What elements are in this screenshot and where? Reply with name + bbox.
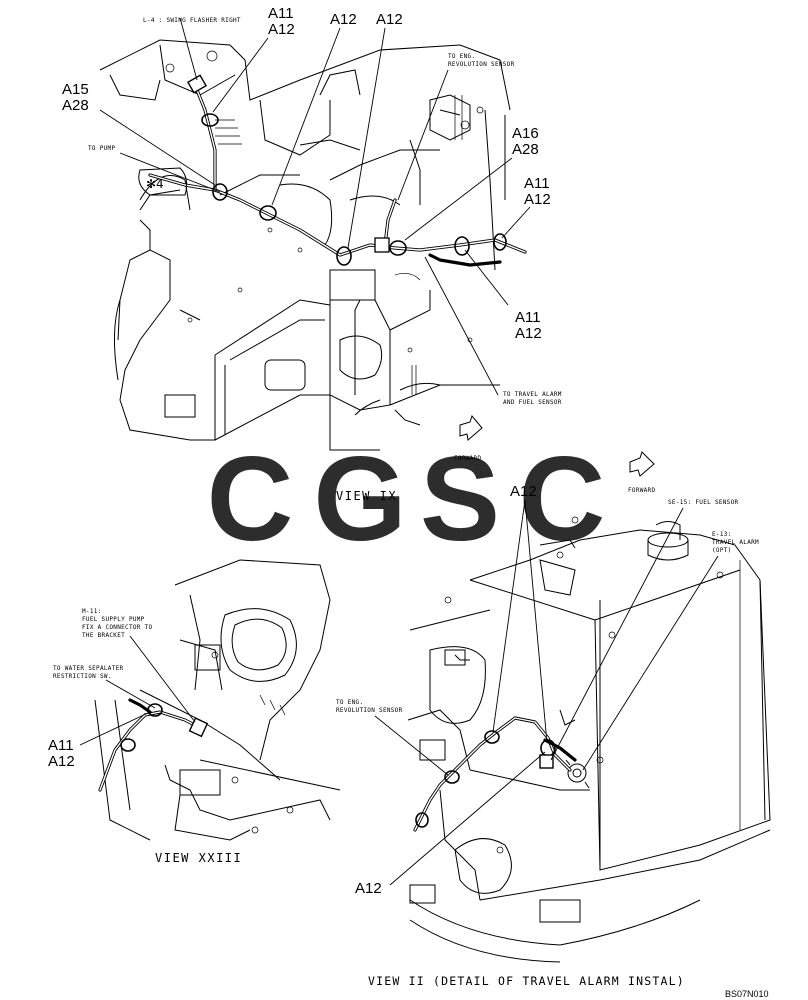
watermark-letter: S xyxy=(420,432,500,566)
drawing-code: BS07N010 xyxy=(725,989,769,999)
note-water-sep-line2: RESTRICTION SW. xyxy=(53,673,112,680)
note-forward-ix: FORWARD xyxy=(454,455,481,462)
label-a12-xxiii: A12 xyxy=(48,753,75,770)
view-ix-drawing xyxy=(99,39,527,451)
label-a12-right: A12 xyxy=(524,191,551,208)
watermark-letter: C xyxy=(519,432,606,566)
label-a15: A15 xyxy=(62,81,89,98)
view-ii-labels: A12 A12 SE-15: FUEL SENSOR E-13: TRAVEL … xyxy=(336,483,759,988)
label-a12-lower: A12 xyxy=(515,325,542,342)
note-travel-alarm-line1: TO TRAVEL ALARM xyxy=(503,391,562,398)
leader-lines xyxy=(79,17,719,886)
label-a28-right: A28 xyxy=(512,141,539,158)
note-eng-rev-line2: REVOLUTION SENSOR xyxy=(448,61,515,68)
view-xxiii-labels: A11 A12 M-11: FUEL SUPPLY PUMP FIX A CON… xyxy=(48,608,242,865)
label-a12-second: A12 xyxy=(376,11,403,28)
view-ix-title: VIEW IX xyxy=(336,489,397,503)
note-forward-ii: FORWARD xyxy=(628,487,655,494)
note-travel-alarm-opt-line2: TRAVEL ALARM xyxy=(712,539,759,546)
note-swing-flasher: L-4 : SWING FLASHER RIGHT xyxy=(143,17,241,24)
note-fuel-pump-line2: FUEL SUPPLY PUMP xyxy=(82,616,145,623)
label-a11-lower: A11 xyxy=(515,309,541,326)
watermark-letter: G xyxy=(313,432,406,566)
label-a12-view-ii-top: A12 xyxy=(510,483,537,500)
label-a12-view-ii-bottom: A12 xyxy=(355,880,382,897)
label-a11-right: A11 xyxy=(524,175,550,192)
note-travel-alarm-opt-line3: (OPT) xyxy=(712,547,732,554)
view-ii-drawing xyxy=(407,451,771,963)
label-a16: A16 xyxy=(512,125,539,142)
note-eng-rev-ii-line2: REVOLUTION SENSOR xyxy=(336,707,403,714)
label-a12-top: A12 xyxy=(268,21,295,38)
note-fuel-pump-line1: M-11: xyxy=(82,608,102,615)
note-water-sep-line1: TO WATER SEPALATER xyxy=(53,665,124,672)
note-to-pump: TO PUMP xyxy=(88,145,115,152)
view-xxiii-title: VIEW XXIII xyxy=(155,851,242,865)
watermark-letter: C xyxy=(207,432,294,566)
note-mark-x4: ✻4 xyxy=(146,177,164,191)
label-a12-first: A12 xyxy=(330,11,357,28)
note-travel-alarm-line2: AND FUEL SENSOR xyxy=(503,399,562,406)
label-a11-top: A11 xyxy=(268,5,294,22)
label-a28: A28 xyxy=(62,97,89,114)
note-fuel-pump-line3: FIX A CONNECTOR TO xyxy=(82,624,153,631)
label-a11-xxiii: A11 xyxy=(48,737,74,754)
note-eng-rev-line1: TO ENG. xyxy=(448,53,475,60)
note-eng-rev-ii-line1: TO ENG. xyxy=(336,699,363,706)
view-ii-title: VIEW II (DETAIL OF TRAVEL ALARM INSTAL) xyxy=(368,974,685,988)
view-ix-labels: A11 A12 A12 A12 A15 A28 A16 A28 A11 A12 … xyxy=(62,5,562,503)
note-fuel-pump-line4: THE BRACKET xyxy=(82,632,125,639)
note-fuel-sensor: SE-15: FUEL SENSOR xyxy=(668,499,739,506)
note-travel-alarm-opt-line1: E-13: xyxy=(712,531,732,538)
view-xxiii-drawing xyxy=(94,559,341,841)
